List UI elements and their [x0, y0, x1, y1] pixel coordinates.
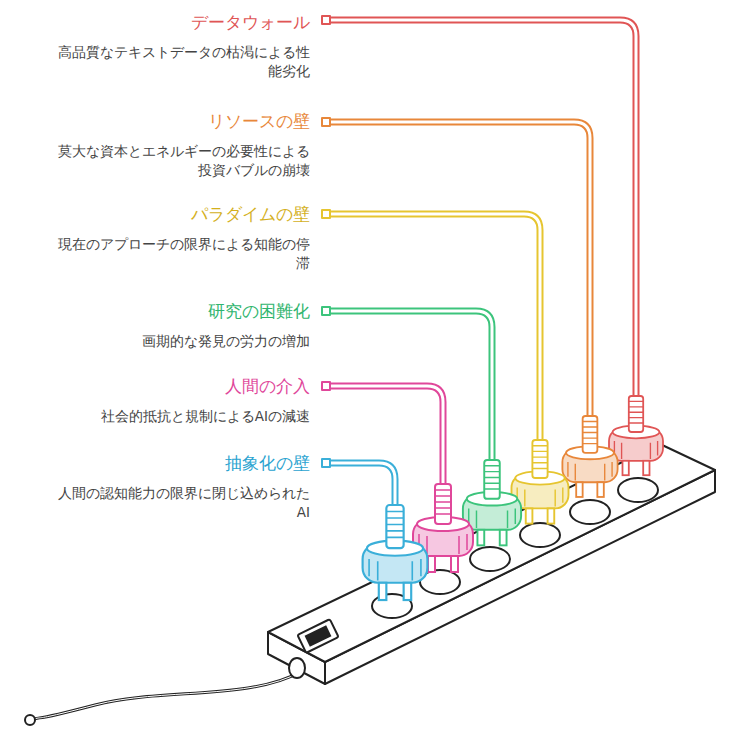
wall-heading: 抽象化の壁: [18, 452, 310, 474]
wall-description: 画期的な発見の労力の増加: [55, 332, 310, 351]
wall-heading: パラダイムの壁: [18, 203, 310, 225]
wall-heading: データウォール: [18, 11, 310, 33]
wall-description: 現在のアプローチの限界による知能の停滞: [55, 235, 310, 273]
label-block: 抽象化の壁人間の認知能力の限界に閉じ込められたAI: [18, 452, 310, 522]
wall-heading: 研究の困難化: [18, 300, 310, 322]
wall-description: 人間の認知能力の限界に閉じ込められたAI: [55, 484, 310, 522]
wall-description: 莫大な資本とエネルギーの必要性による投資バブルの崩壊: [55, 142, 310, 180]
label-block: リソースの壁莫大な資本とエネルギーの必要性による投資バブルの崩壊: [18, 110, 310, 180]
label-block: 研究の困難化画期的な発見の労力の増加: [18, 300, 310, 351]
wall-description: 社会的抵抗と規制によるAIの減速: [55, 407, 310, 426]
wall-heading: 人間の介入: [18, 375, 310, 397]
label-block: パラダイムの壁現在のアプローチの限界による知能の停滞: [18, 203, 310, 273]
wall-heading: リソースの壁: [18, 110, 310, 132]
label-block: データウォール高品質なテキストデータの枯渇による性能劣化: [18, 11, 310, 81]
wall-description: 高品質なテキストデータの枯渇による性能劣化: [55, 43, 310, 81]
label-block: 人間の介入社会的抵抗と規制によるAIの減速: [18, 375, 310, 426]
